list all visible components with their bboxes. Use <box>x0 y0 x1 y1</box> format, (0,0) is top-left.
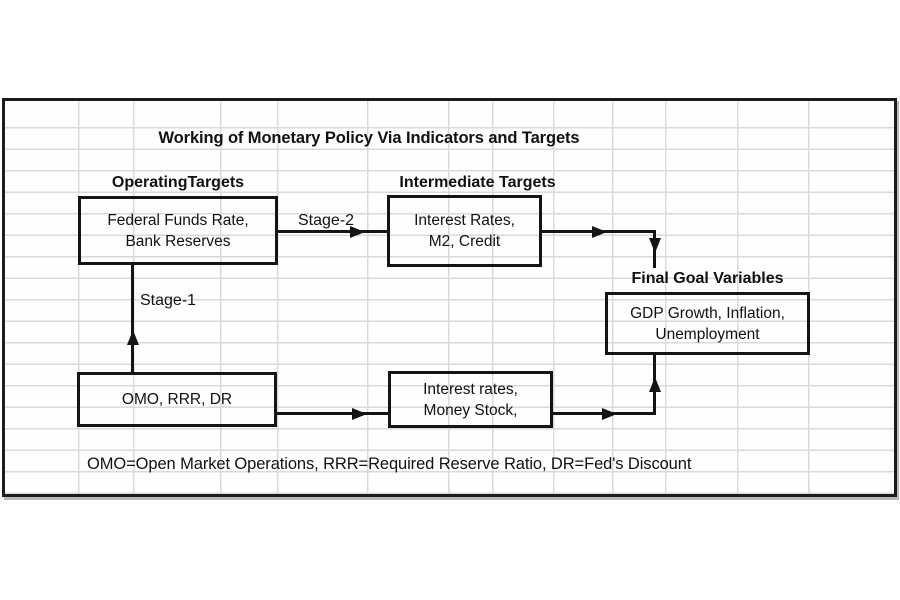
label-intermediate-targets: Intermediate Targets <box>399 174 556 191</box>
box-operating-targets-line1: Federal Funds Rate, <box>107 211 249 229</box>
box-policy-tools-line1: OMO, RRR, DR <box>121 391 233 408</box>
arrowhead-right-icon <box>350 225 365 238</box>
box-money-variables-line1: Interest rates, <box>423 380 518 398</box>
connector-stage2-line <box>277 230 390 233</box>
connector-stage1-line <box>131 265 134 373</box>
box-operating-targets-line2: Bank Reserves <box>125 232 231 250</box>
worksheet-grid <box>2 98 897 497</box>
arrowhead-down-icon <box>648 238 661 253</box>
connector-tools-to-money-line <box>277 412 389 415</box>
label-final-goal-variables: Final Goal Variables <box>631 270 784 287</box>
label-operating-targets: OperatingTargets <box>111 174 245 191</box>
arrowhead-up-icon <box>648 377 661 392</box>
box-final-goal-variables-line2: Unemployment <box>655 325 760 343</box>
footnote-text: OMO=Open Market Operations, RRR=Required… <box>87 455 692 473</box>
box-final-goal-variables-line1: GDP Growth, Inflation, <box>630 304 785 322</box>
arrowhead-right-icon <box>352 407 367 420</box>
label-stage2: Stage-2 <box>298 212 355 229</box>
arrowhead-right-icon <box>592 225 607 238</box>
arrowhead-right-icon <box>602 407 617 420</box>
box-money-variables-line2: Money Stock, <box>423 401 518 419</box>
label-stage1: Stage-1 <box>140 292 197 309</box>
box-final-goal-variables: GDP Growth, Inflation, Unemployment <box>605 292 810 355</box>
box-operating-targets: Federal Funds Rate, Bank Reserves <box>78 196 278 265</box>
diagram-title: Working of Monetary Policy Via Indicator… <box>158 129 580 147</box>
box-intermediate-targets: Interest Rates, M2, Credit <box>387 195 542 267</box>
box-money-variables: Interest rates, Money Stock, <box>388 371 553 428</box>
arrowhead-up-icon <box>126 330 139 345</box>
box-intermediate-targets-line1: Interest Rates, <box>414 212 515 229</box>
box-policy-tools: OMO, RRR, DR <box>77 372 277 427</box>
box-intermediate-targets-line2: M2, Credit <box>428 233 501 250</box>
